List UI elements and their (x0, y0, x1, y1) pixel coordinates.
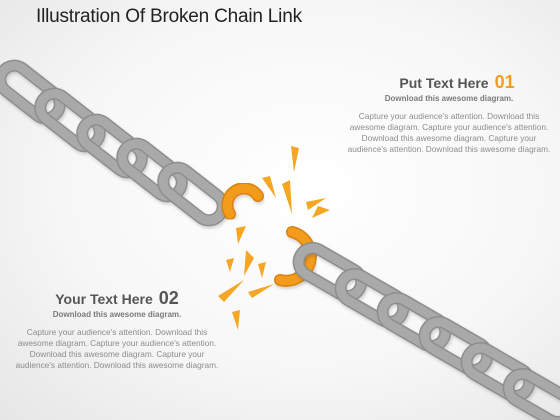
shard (226, 258, 234, 272)
text-block-01-header: Put Text Here 01 (353, 72, 560, 93)
block-02-body: Capture your audience's attention. Downl… (15, 327, 219, 370)
break-shards (218, 146, 330, 330)
block-01-heading: Put Text Here (399, 75, 489, 91)
block-02-heading: Your Text Here (55, 291, 153, 307)
block-01-body: Capture your audience's attention. Downl… (347, 111, 551, 154)
shard (232, 310, 240, 330)
shard (282, 180, 292, 214)
block-02-number: 02 (158, 288, 179, 308)
block-01-number: 01 (494, 72, 515, 92)
chain-link (376, 292, 452, 352)
text-block-02-header: Your Text Here 02 (12, 288, 222, 309)
lower-chain (292, 242, 560, 420)
block-02-subheading: Download this awesome diagram. (52, 310, 182, 319)
shard (306, 198, 326, 210)
broken-link-upper-half (221, 182, 264, 220)
chain-link (76, 113, 148, 179)
shard (236, 226, 246, 244)
shard (218, 280, 244, 302)
shard (248, 284, 274, 298)
shard (262, 176, 276, 198)
chain-link (334, 268, 410, 328)
text-block-01: Put Text Here 01 Download this awesome di… (345, 72, 553, 155)
broken-link-lower-half (274, 226, 317, 287)
chain-link (418, 316, 494, 376)
shard (244, 250, 254, 276)
chain-link (34, 87, 106, 153)
shard (258, 262, 266, 278)
chain-link (157, 161, 229, 227)
text-block-02: Your Text Here 02 Download this awesome d… (12, 288, 222, 371)
shard (312, 206, 330, 218)
shard (291, 146, 299, 172)
slide-title: Illustration Of Broken Chain Link (36, 6, 302, 27)
chain-link (292, 242, 368, 302)
chain-link (0, 59, 66, 125)
upper-chain (0, 59, 229, 227)
chain-link (502, 368, 560, 420)
chain-link (460, 342, 536, 402)
chain-link (116, 137, 188, 203)
block-01-subheading: Download this awesome diagram. (384, 94, 514, 103)
